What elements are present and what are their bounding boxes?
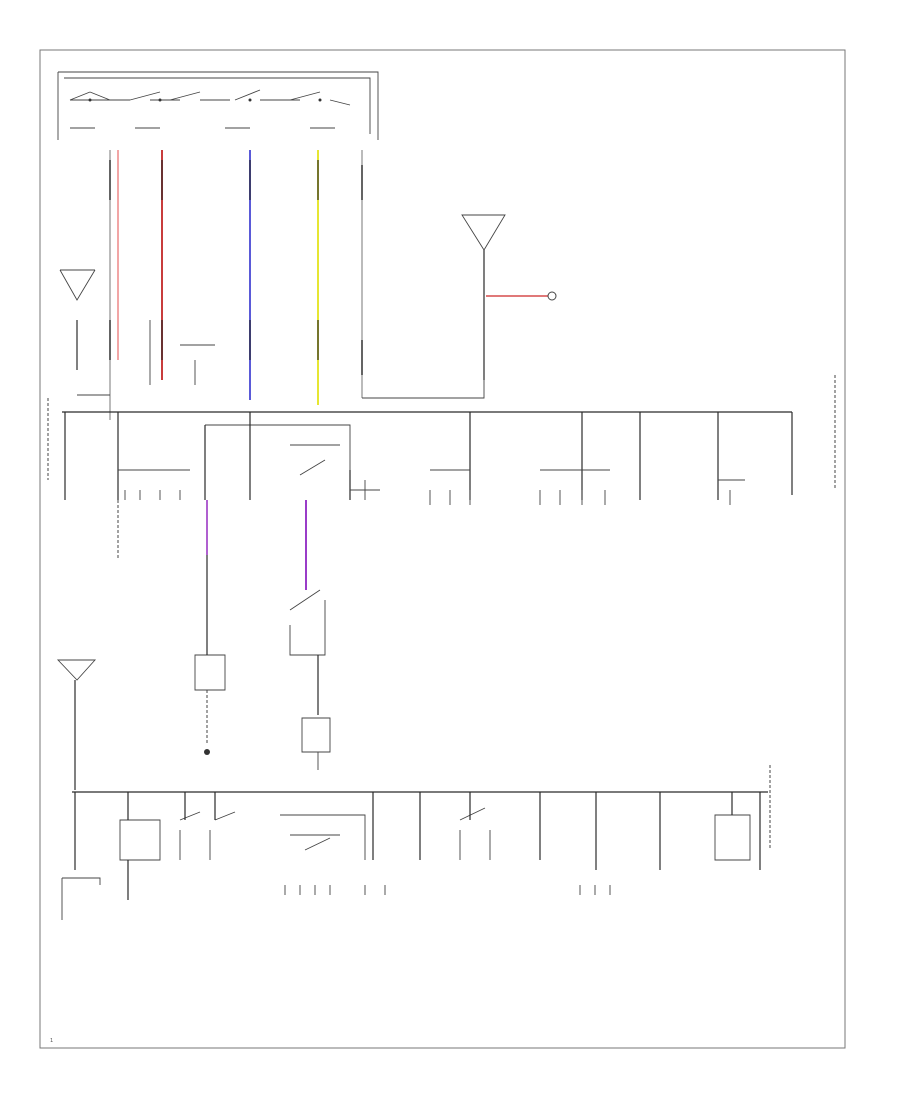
bus-1-branches (64, 412, 793, 590)
bus-1 (47, 375, 836, 490)
middle-components (56, 555, 331, 790)
fusible-link (362, 214, 557, 399)
bus-2-branches (61, 792, 761, 920)
diagram-border (39, 49, 846, 1049)
bus-2 (72, 765, 771, 850)
ignition-output-wires (109, 150, 363, 420)
left-fuse-box (59, 269, 215, 396)
page-ref: 1 (50, 1038, 53, 1044)
ignition-switch (57, 71, 379, 140)
